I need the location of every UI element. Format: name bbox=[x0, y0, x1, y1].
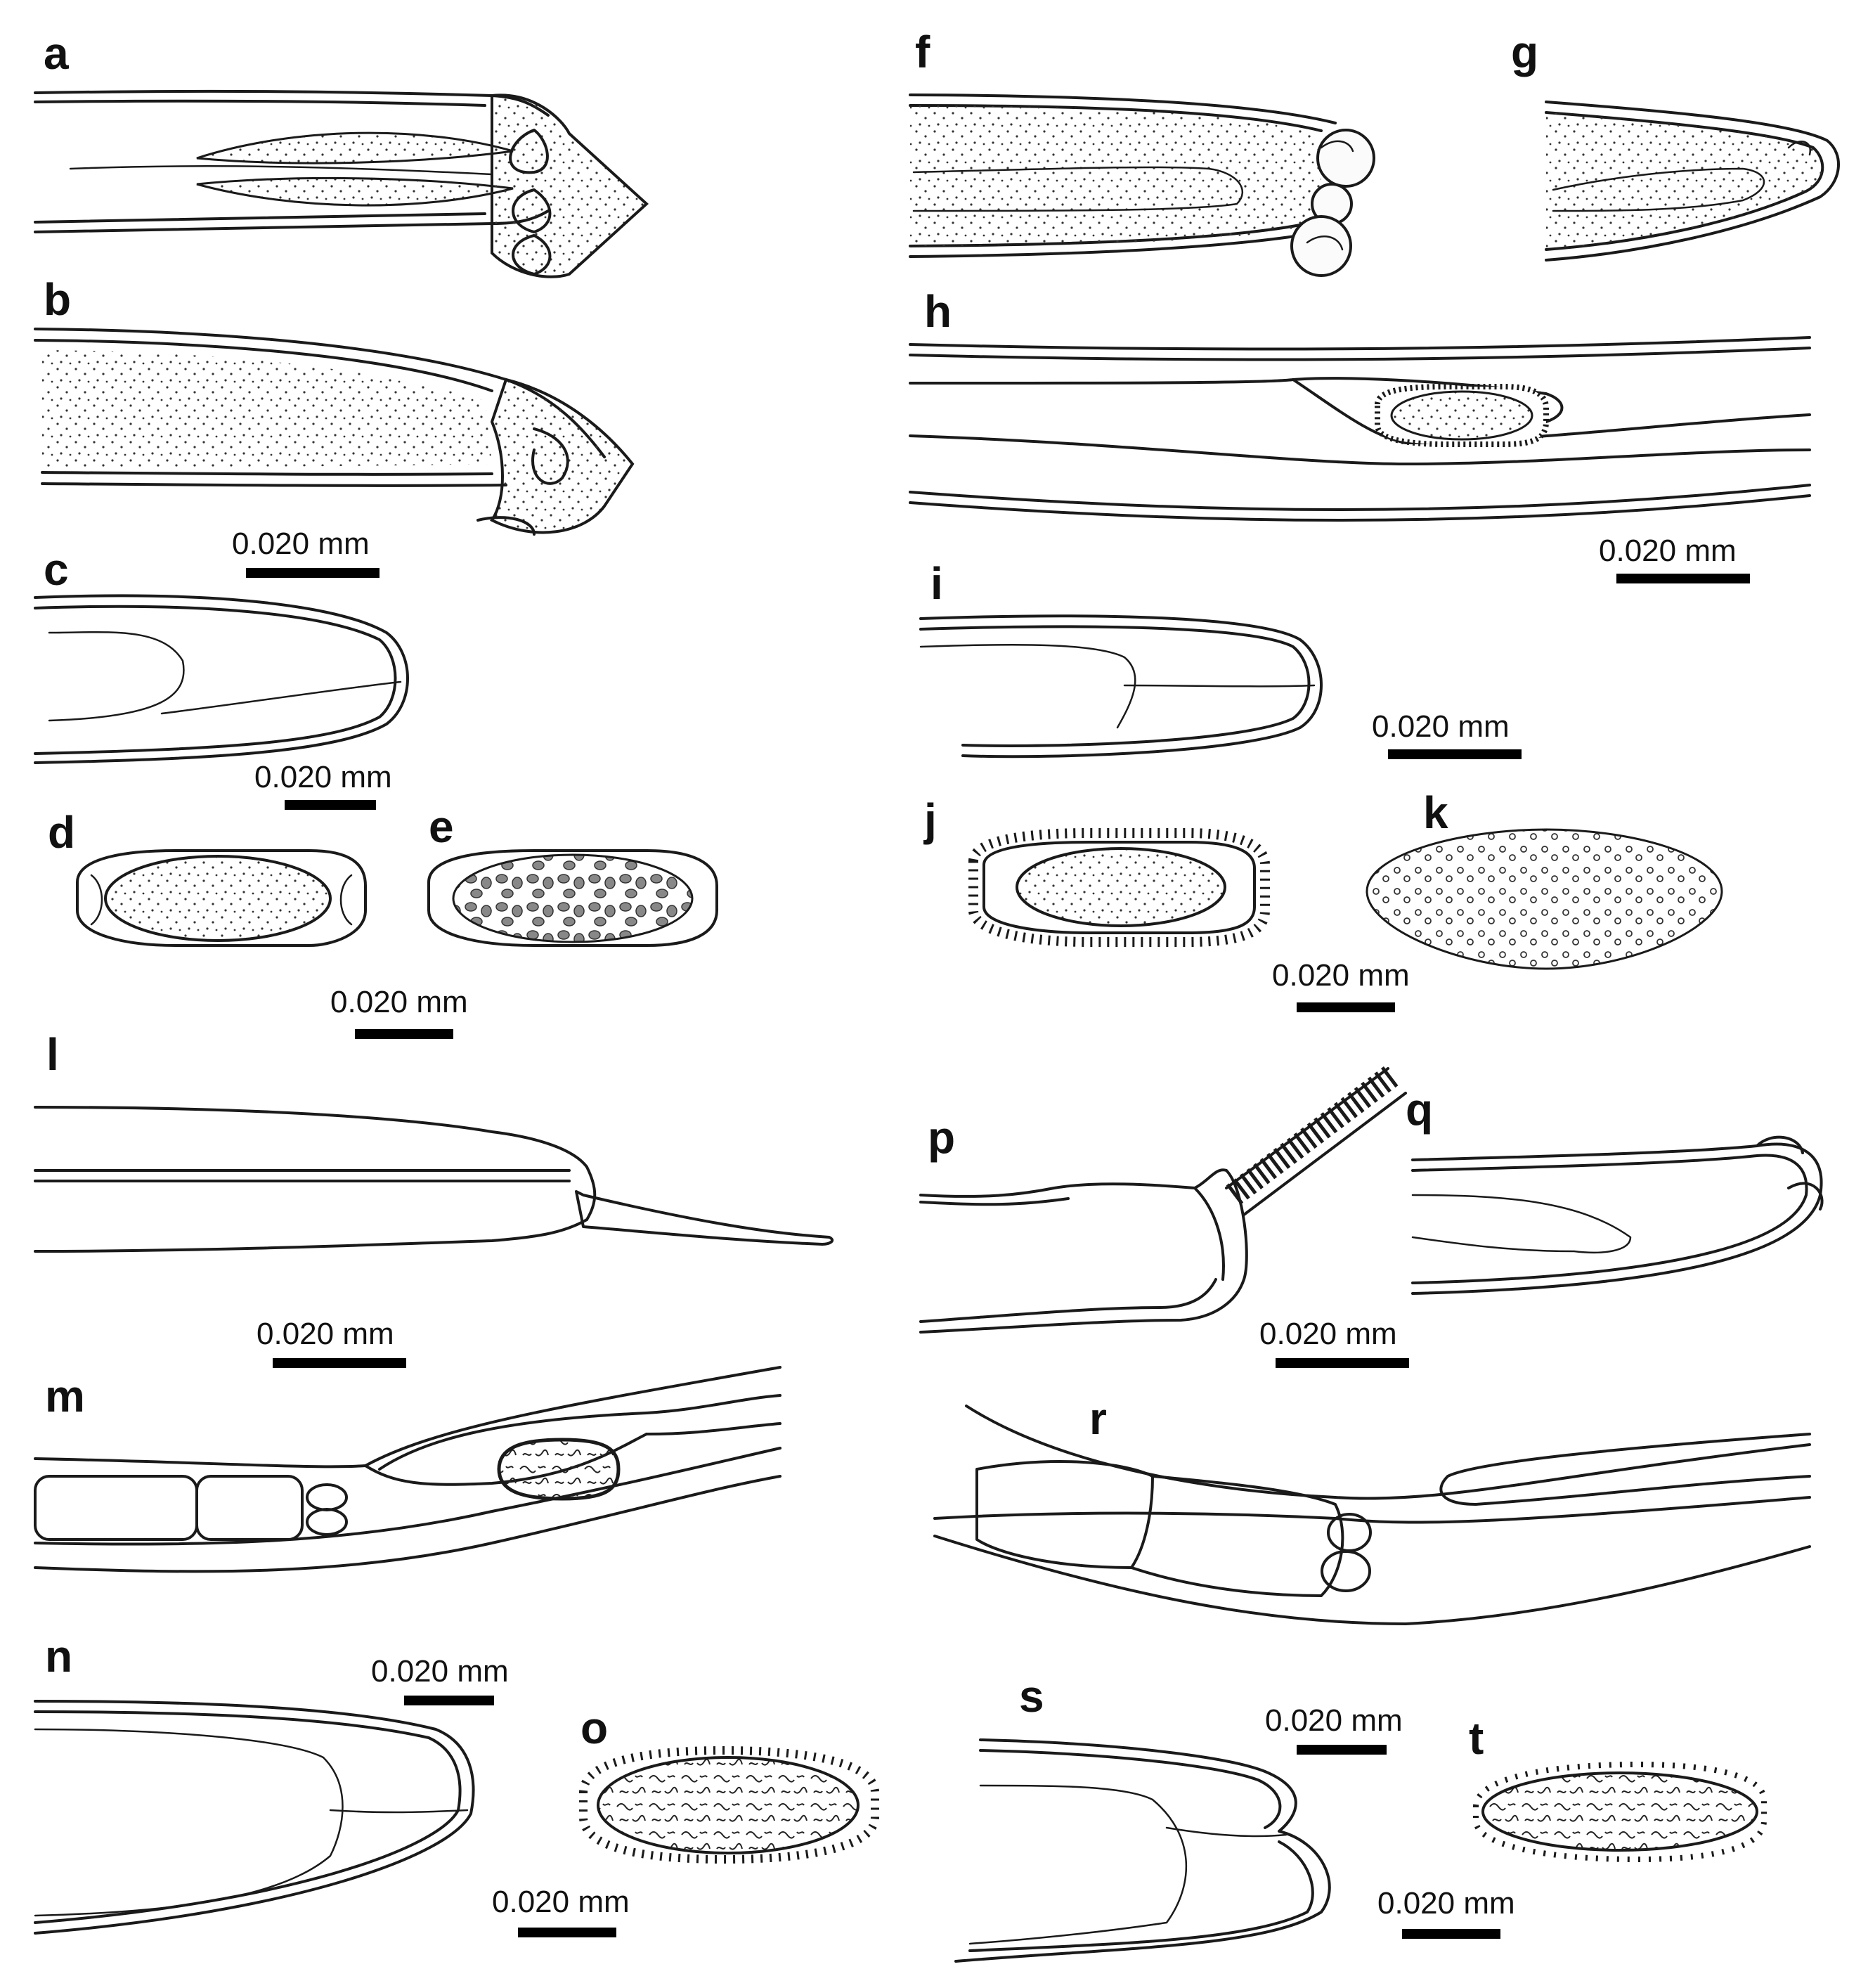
label-d: d bbox=[48, 807, 75, 858]
label-k: k bbox=[1423, 787, 1448, 838]
scale-bar-o: 0.020 mm bbox=[492, 1885, 630, 1937]
scale-bar bbox=[285, 800, 376, 810]
scale-bar bbox=[1616, 574, 1750, 583]
scale-bar-jk: 0.020 mm bbox=[1272, 958, 1410, 1012]
panel-r bbox=[933, 1405, 1811, 1625]
panel-l bbox=[34, 1106, 834, 1253]
scale-label: 0.020 mm bbox=[232, 527, 370, 561]
panel-e bbox=[427, 849, 718, 947]
label-o: o bbox=[580, 1703, 608, 1753]
label-f: f bbox=[915, 27, 930, 77]
scale-bar-h: 0.020 mm bbox=[1599, 534, 1750, 583]
scale-bar bbox=[1297, 1002, 1395, 1012]
panel-m bbox=[34, 1366, 781, 1573]
scale-bar-c: 0.020 mm bbox=[254, 760, 392, 810]
scale-bars: 0.020 mm 0.020 mm 0.020 mm 0.020 mm 0.02… bbox=[232, 527, 1750, 1939]
scale-bar bbox=[355, 1029, 453, 1039]
panel-i bbox=[919, 614, 1323, 759]
label-t: t bbox=[1469, 1713, 1484, 1764]
scale-bar bbox=[1402, 1929, 1500, 1939]
scale-bar-i: 0.020 mm bbox=[1372, 709, 1522, 759]
scale-label: 0.020 mm bbox=[1272, 958, 1410, 993]
label-j: j bbox=[923, 794, 937, 845]
label-e: e bbox=[429, 801, 454, 852]
scale-label: 0.020 mm bbox=[1377, 1886, 1515, 1921]
panel-s bbox=[954, 1738, 1331, 1963]
label-c: c bbox=[44, 544, 69, 595]
scale-label: 0.020 mm bbox=[257, 1317, 394, 1351]
panel-t bbox=[1473, 1761, 1767, 1863]
scale-bar bbox=[404, 1696, 494, 1705]
scale-bar-s: 0.020 mm bbox=[1265, 1703, 1403, 1755]
panel-o bbox=[579, 1745, 879, 1864]
panel-f bbox=[909, 93, 1375, 277]
scale-bar bbox=[246, 568, 380, 578]
label-l: l bbox=[46, 1029, 59, 1080]
scale-bar-pq: 0.020 mm bbox=[1259, 1317, 1409, 1368]
label-q: q bbox=[1406, 1084, 1433, 1135]
panel-h bbox=[909, 336, 1811, 522]
panel-c bbox=[34, 594, 409, 764]
label-g: g bbox=[1511, 27, 1538, 77]
scale-label: 0.020 mm bbox=[371, 1654, 509, 1689]
panel-a bbox=[34, 89, 649, 278]
scale-bar bbox=[273, 1358, 406, 1368]
scale-bar-t: 0.020 mm bbox=[1377, 1886, 1515, 1939]
scale-bar bbox=[518, 1928, 616, 1937]
panel-b bbox=[34, 328, 635, 536]
label-n: n bbox=[45, 1631, 72, 1682]
label-m: m bbox=[45, 1371, 85, 1421]
scale-bar bbox=[1297, 1745, 1387, 1755]
label-p: p bbox=[928, 1112, 955, 1163]
scale-bar bbox=[1276, 1358, 1409, 1368]
scale-label: 0.020 mm bbox=[1599, 534, 1737, 568]
scale-bar-ab: 0.020 mm bbox=[232, 527, 380, 578]
label-h: h bbox=[924, 286, 952, 337]
label-b: b bbox=[44, 274, 71, 325]
scale-bar bbox=[1388, 749, 1522, 759]
scale-bar-de: 0.020 mm bbox=[330, 985, 468, 1039]
label-i: i bbox=[930, 558, 943, 609]
panel-labels: a b c d e f g h i j k l m n o p q r s t bbox=[44, 27, 1538, 1764]
scale-label: 0.020 mm bbox=[330, 985, 468, 1019]
scale-label: 0.020 mm bbox=[254, 760, 392, 794]
panel-k bbox=[1366, 828, 1723, 970]
scale-bar-n: 0.020 mm bbox=[371, 1654, 509, 1705]
panel-p bbox=[919, 1066, 1407, 1334]
scale-label: 0.020 mm bbox=[1372, 709, 1510, 744]
panel-d bbox=[76, 849, 367, 947]
scale-label: 0.020 mm bbox=[492, 1885, 630, 1919]
panel-n bbox=[34, 1700, 475, 1935]
label-s: s bbox=[1019, 1671, 1044, 1722]
panel-q bbox=[1411, 1135, 1824, 1295]
panel-g bbox=[1545, 101, 1840, 262]
panel-j bbox=[968, 828, 1270, 947]
label-r: r bbox=[1089, 1393, 1107, 1444]
scale-label: 0.020 mm bbox=[1259, 1317, 1397, 1351]
scale-label: 0.020 mm bbox=[1265, 1703, 1403, 1738]
label-a: a bbox=[44, 28, 69, 79]
scale-bar-l: 0.020 mm bbox=[257, 1317, 406, 1368]
